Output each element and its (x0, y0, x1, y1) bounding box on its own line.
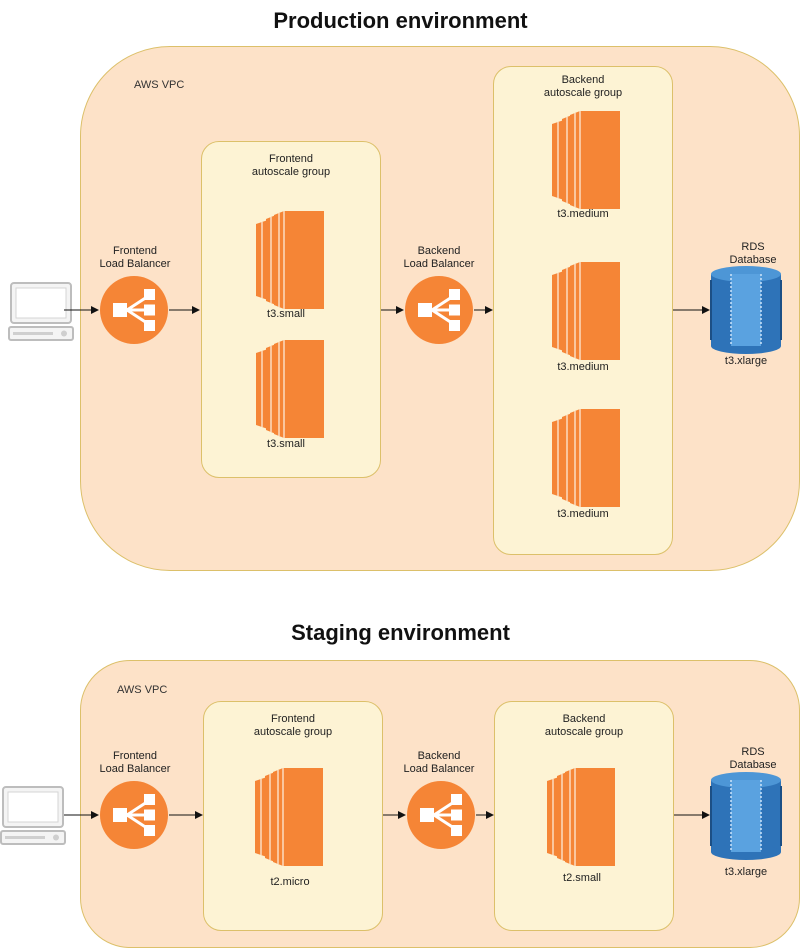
production-backend-asg-label: Backend autoscale group (543, 74, 623, 99)
production-frontend-instance-1-label: t3.small (267, 308, 305, 320)
staging-backend-ec2-icon (546, 767, 616, 867)
staging-frontend-instance-label: t2.micro (270, 876, 310, 888)
staging-backend-lb-label: Backend Load Balancer (403, 750, 475, 775)
staging-frontend-lb-label: Frontend Load Balancer (99, 750, 171, 775)
staging-frontend-lb-icon (98, 779, 170, 851)
production-backend-lb-icon (403, 274, 475, 346)
staging-backend-lb-icon (405, 779, 477, 851)
production-db-instance-label: t3.xlarge (724, 355, 768, 367)
production-frontend-ec2-icon-2 (255, 339, 325, 439)
production-backend-ec2-icon-2 (551, 261, 621, 361)
staging-db-label: RDS Database (729, 746, 777, 771)
staging-backend-instance-label: t2.small (563, 872, 601, 884)
staging-vpc-label: AWS VPC (117, 684, 168, 696)
production-frontend-asg-label: Frontend autoscale group (251, 153, 331, 178)
production-frontend-lb-icon (98, 274, 170, 346)
production-frontend-instance-2-label: t3.small (267, 438, 305, 450)
production-db-label: RDS Database (729, 241, 777, 266)
staging-rds-database-icon (710, 771, 782, 861)
production-frontend-lb-label: Frontend Load Balancer (99, 245, 171, 270)
staging-frontend-ec2-icon (254, 767, 324, 867)
production-frontend-ec2-icon-1 (255, 210, 325, 310)
production-backend-instance-3-label: t3.medium (557, 508, 609, 520)
production-backend-lb-label: Backend Load Balancer (403, 245, 475, 270)
production-user-computer-icon (7, 281, 75, 342)
staging-db-instance-label: t3.xlarge (724, 866, 768, 878)
staging-user-computer-icon (0, 785, 67, 846)
staging-frontend-asg-label: Frontend autoscale group (253, 713, 333, 738)
production-rds-database-icon (710, 265, 782, 355)
production-title: Production environment (273, 8, 528, 33)
production-backend-instance-2-label: t3.medium (557, 361, 609, 373)
staging-backend-asg-label: Backend autoscale group (544, 713, 624, 738)
staging-title: Staging environment (291, 620, 510, 645)
production-backend-instance-1-label: t3.medium (557, 208, 609, 220)
production-backend-ec2-icon-1 (551, 110, 621, 210)
production-backend-ec2-icon-3 (551, 408, 621, 508)
production-vpc-label: AWS VPC (134, 79, 185, 91)
